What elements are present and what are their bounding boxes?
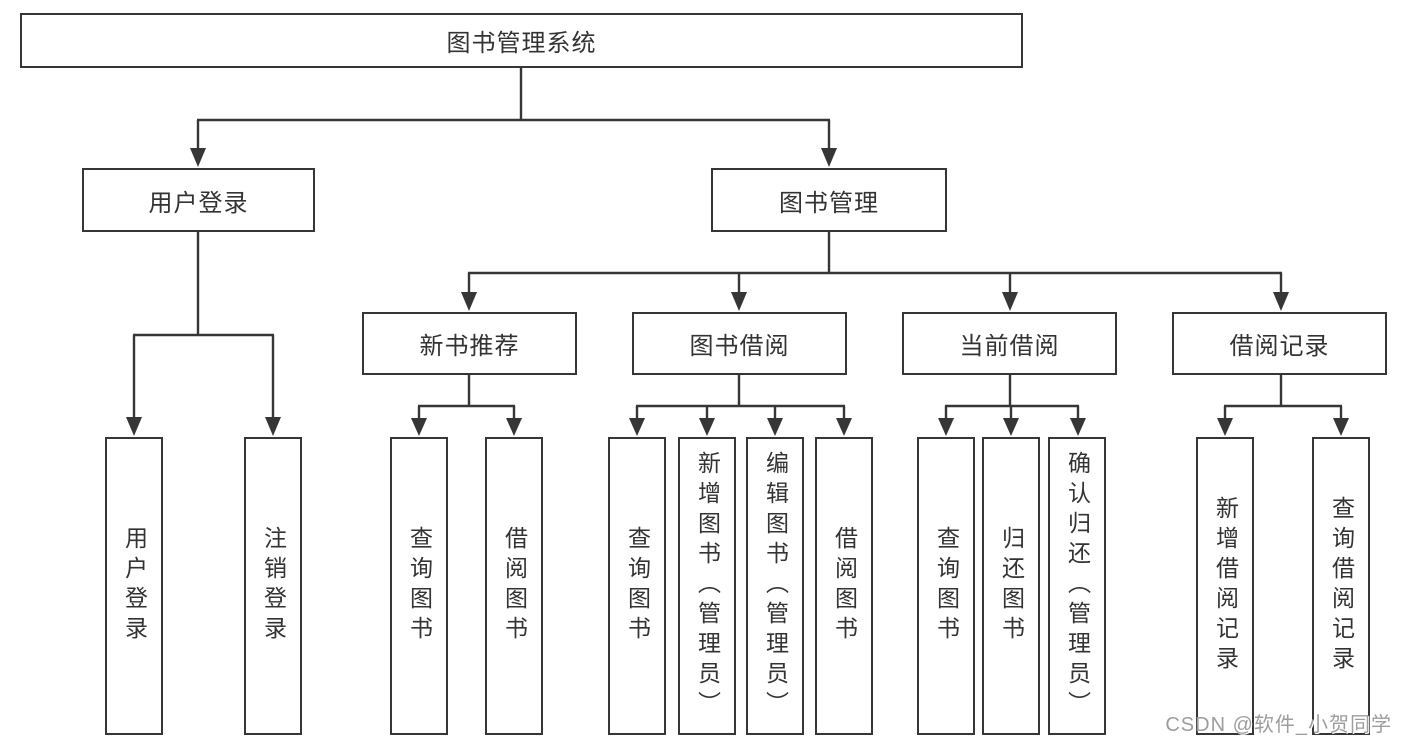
- leaf-logout: 注销登录: [244, 437, 302, 735]
- connector-book-management-children: [461, 232, 1289, 311]
- leaf-current-return-books: 归还图书: [982, 437, 1040, 735]
- csdn-watermark: CSDN @软件_小贺同学: [1165, 714, 1392, 736]
- node-book-borrow: 图书借阅: [632, 312, 847, 375]
- node-user-login: 用户登录: [82, 168, 315, 232]
- leaf-user-login: 用户登录: [105, 437, 163, 735]
- leaf-borrow-add-books-admin: 新增图书（管理员）: [678, 437, 736, 735]
- leaf-borrow-borrow-books: 借阅图书: [815, 437, 873, 735]
- leaf-current-query-books: 查询图书: [917, 437, 975, 735]
- leaf-records-add-record: 新增借阅记录: [1196, 437, 1254, 735]
- leaf-recommend-query-books: 查询图书: [390, 437, 448, 735]
- connector-current-borrow-children: [938, 375, 1086, 436]
- node-library-management-system: 图书管理系统: [20, 13, 1023, 68]
- connector-root-to-level2: [190, 68, 837, 167]
- node-current-borrow: 当前借阅: [902, 312, 1117, 375]
- connector-new-book-recommend-children: [411, 375, 522, 436]
- connector-book-borrow-children: [629, 375, 852, 436]
- connector-borrow-records-children: [1217, 375, 1349, 436]
- node-borrow-records: 借阅记录: [1172, 312, 1387, 375]
- node-new-book-recommend: 新书推荐: [362, 312, 577, 375]
- leaf-recommend-borrow-books: 借阅图书: [485, 437, 543, 735]
- leaf-borrow-edit-books-admin: 编辑图书（管理员）: [746, 437, 804, 735]
- leaf-records-query-record: 查询借阅记录: [1312, 437, 1370, 735]
- node-book-management: 图书管理: [711, 168, 947, 232]
- connector-user-login-children: [126, 232, 281, 436]
- leaf-current-confirm-return-admin: 确认归还（管理员）: [1048, 437, 1106, 735]
- leaf-borrow-query-books: 查询图书: [608, 437, 666, 735]
